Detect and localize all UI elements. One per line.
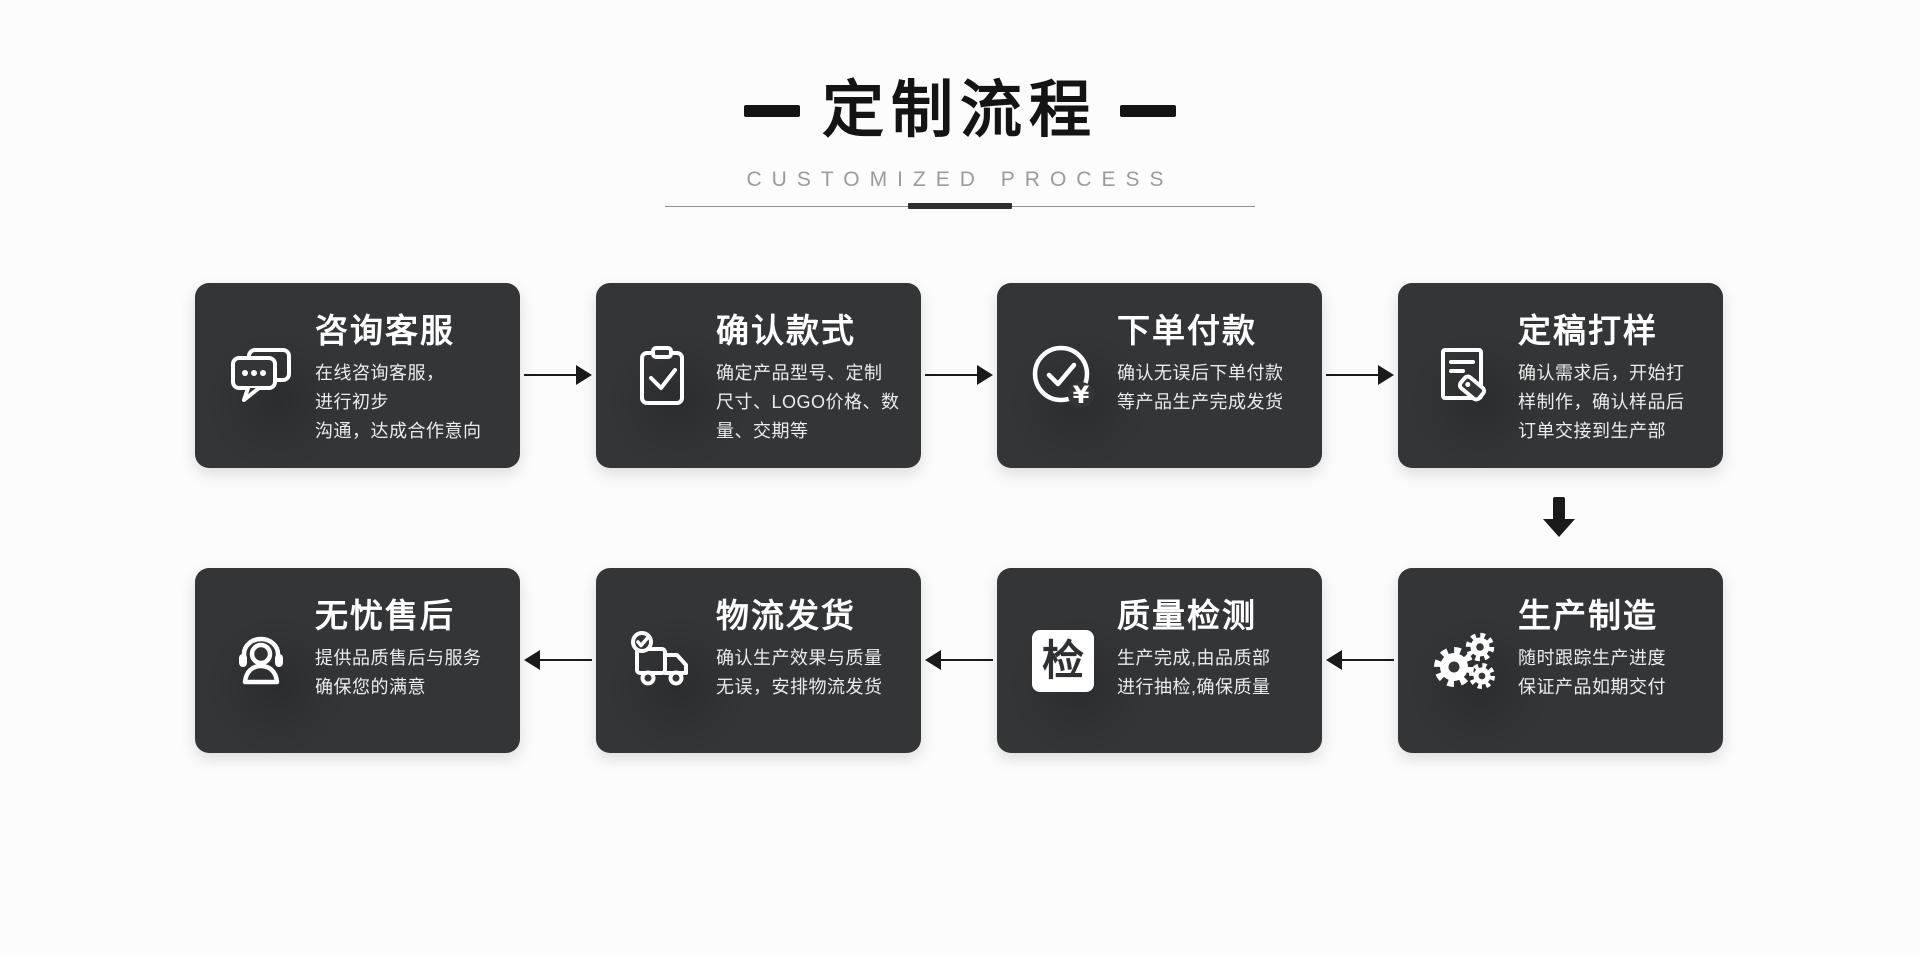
gears-icon bbox=[1418, 568, 1510, 753]
arrow-right-icon bbox=[1326, 365, 1394, 385]
arrow-left-icon bbox=[524, 650, 592, 670]
svg-text:¥: ¥ bbox=[1073, 381, 1090, 409]
card-title: 物流发货 bbox=[716, 597, 856, 634]
card-order-payment: ¥ 下单付款 确认无误后下单付款 等产品生产完成发货 bbox=[997, 283, 1322, 468]
card-description: 随时跟踪生产进度 保证产品如期交付 bbox=[1518, 648, 1666, 698]
card-title: 无忧售后 bbox=[315, 597, 455, 634]
card-aftersales: 无忧售后 提供品质售后与服务 确保您的满意 bbox=[195, 568, 520, 753]
arrow-right-icon bbox=[925, 365, 993, 385]
section-header: 定制流程 bbox=[0, 80, 1920, 142]
arrow-down-icon bbox=[1543, 497, 1575, 537]
card-logistics-shipping: 物流发货 确认生产效果与质量 无误，安排物流发货 bbox=[596, 568, 921, 753]
document-tag-icon bbox=[1418, 283, 1510, 468]
headset-support-icon bbox=[215, 568, 307, 753]
card-title: 下单付款 bbox=[1117, 312, 1257, 349]
title-dash-left bbox=[743, 105, 800, 117]
card-title: 质量检测 bbox=[1117, 597, 1257, 634]
card-description: 在线咨询客服，进行初步 沟通，达成合作意向 bbox=[315, 363, 482, 442]
chat-bubbles-icon bbox=[215, 283, 307, 468]
page-subtitle: CUSTOMIZED PROCESS bbox=[746, 168, 1174, 191]
card-title: 咨询客服 bbox=[315, 312, 455, 349]
card-description: 确认需求后，开始打 样制作，确认样品后 订单交接到生产部 bbox=[1518, 363, 1685, 442]
card-quality-inspection: 检 质量检测 生产完成,由品质部 进行抽检,确保质量 bbox=[997, 568, 1322, 753]
page-title: 定制流程 bbox=[821, 76, 1098, 145]
card-description: 确认生产效果与质量 无误，安排物流发货 bbox=[716, 648, 883, 698]
card-description: 生产完成,由品质部 进行抽检,确保质量 bbox=[1117, 648, 1271, 698]
card-title: 生产制造 bbox=[1518, 597, 1658, 634]
title-dash-right bbox=[1120, 105, 1176, 117]
card-consult-service: 咨询客服 在线咨询客服，进行初步 沟通，达成合作意向 bbox=[195, 283, 520, 468]
card-description: 提供品质售后与服务 确保您的满意 bbox=[315, 648, 482, 698]
card-confirm-style: 确认款式 确定产品型号、定制 尺寸、LOGO价格、数 量、交期等 bbox=[596, 283, 921, 468]
delivery-truck-icon bbox=[616, 568, 708, 753]
card-title: 定稿打样 bbox=[1518, 312, 1658, 349]
header-divider-accent bbox=[908, 203, 1012, 209]
clipboard-check-icon bbox=[616, 283, 708, 468]
arrow-left-icon bbox=[925, 650, 993, 670]
inspection-glyph: 检 bbox=[1032, 629, 1094, 692]
arrow-left-icon bbox=[1326, 650, 1394, 670]
arrow-right-icon bbox=[524, 365, 592, 385]
card-description: 确认无误后下单付款 等产品生产完成发货 bbox=[1117, 363, 1284, 413]
card-title: 确认款式 bbox=[716, 312, 856, 349]
card-description: 确定产品型号、定制 尺寸、LOGO价格、数 量、交期等 bbox=[716, 363, 900, 442]
payment-check-icon: ¥ bbox=[1017, 283, 1109, 468]
card-final-sample: 定稿打样 确认需求后，开始打 样制作，确认样品后 订单交接到生产部 bbox=[1398, 283, 1723, 468]
card-production: 生产制造 随时跟踪生产进度 保证产品如期交付 bbox=[1398, 568, 1723, 753]
inspection-stamp-icon: 检 bbox=[1017, 568, 1109, 753]
